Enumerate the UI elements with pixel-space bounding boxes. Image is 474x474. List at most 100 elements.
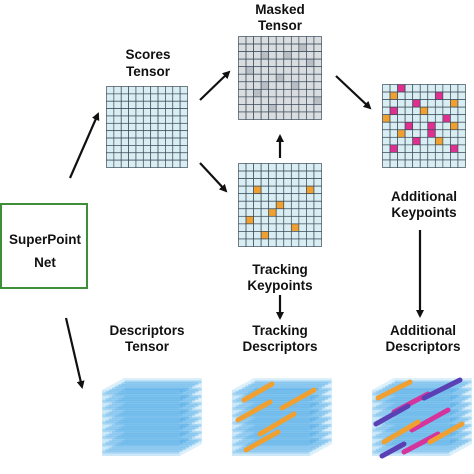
grid-cell (389, 99, 398, 108)
grid-cell (450, 136, 459, 146)
grid-cell (245, 66, 254, 75)
grid-cell (245, 73, 254, 83)
grid-cell (389, 152, 398, 161)
grid-cell (113, 159, 122, 168)
grid-cell (306, 193, 315, 202)
grid-cell (434, 106, 444, 116)
arrow-net-to-scores (68, 112, 100, 179)
grid-cell (238, 223, 247, 232)
grid-cell (135, 108, 144, 117)
descriptor-tube (375, 379, 413, 401)
grid-cell (450, 84, 459, 93)
grid-cell (120, 100, 129, 109)
grid-cell (268, 66, 277, 75)
grid-cell (268, 104, 277, 113)
grid-cell (404, 121, 414, 131)
grid-cell (268, 208, 277, 217)
grid-cell (275, 58, 285, 68)
descriptor-tube (243, 429, 281, 453)
grid-cell (313, 200, 322, 210)
grid-cell (450, 152, 459, 161)
grid-cell (150, 108, 159, 117)
grid-cell (113, 137, 122, 146)
grid-cell (298, 231, 307, 240)
grid-cell (397, 159, 406, 168)
grid-cell (179, 108, 188, 117)
grid-cell (306, 238, 315, 247)
grid-cell (106, 122, 115, 132)
grid-cell (238, 163, 247, 172)
grid-cell (306, 104, 315, 113)
grid-cell (113, 130, 122, 139)
grid-cell (253, 43, 262, 52)
grid-cell (253, 96, 262, 105)
grid-cell (253, 193, 262, 202)
grid-cell (419, 129, 429, 138)
grid-cell (427, 129, 436, 138)
grid-cell (113, 100, 122, 109)
grid-cell (245, 163, 254, 172)
grid-cell (382, 84, 391, 93)
grid-cell (382, 114, 391, 123)
grid-cell (313, 66, 322, 75)
grid-cell (434, 136, 444, 146)
grid-cell (457, 114, 466, 123)
grid-cell (113, 86, 122, 95)
grid-cell (260, 43, 270, 52)
grid-cell (260, 111, 270, 120)
grid-cell (179, 159, 188, 168)
grid-cell (165, 86, 174, 95)
grid-cell (404, 159, 414, 168)
grid-cell (397, 121, 406, 131)
grid-cell (389, 114, 398, 123)
grid-cell (120, 122, 129, 132)
grid-cell (245, 238, 254, 247)
grid-cell (404, 106, 414, 116)
grid-cell (419, 121, 429, 131)
grid-cell (419, 114, 429, 123)
grid-cell (434, 114, 444, 123)
grid-cell (450, 121, 459, 131)
grid-cell (434, 159, 444, 168)
additional-keypoints-label-1: Additional (391, 189, 457, 204)
cube-body (102, 378, 202, 456)
grid-cell (306, 81, 315, 90)
grid-cell (283, 163, 292, 172)
grid-cell (442, 136, 451, 146)
tracking-keypoints-label-2: Keypoints (247, 278, 313, 293)
grid-cell (450, 99, 459, 108)
grid-cell (298, 208, 307, 217)
grid-cell (150, 159, 159, 168)
additional-descriptors-cube (372, 377, 472, 459)
grid-cell (268, 163, 277, 172)
cube-layer (121, 382, 199, 444)
grid-cell (157, 93, 166, 102)
grid-cell (157, 137, 166, 146)
grid-cell (298, 163, 307, 172)
grid-cell (165, 93, 174, 102)
grid-cell (253, 163, 262, 172)
grid-cell (157, 100, 166, 109)
grid-cell (283, 73, 292, 83)
grid-cell (283, 215, 292, 225)
grid-cell (427, 159, 436, 168)
additional-descriptors-label-1: Additional (390, 323, 456, 338)
grid-cell (179, 100, 188, 109)
grid-cell (404, 91, 414, 100)
grid-cell (298, 111, 307, 120)
grid-cell (397, 84, 406, 93)
grid-cell (165, 122, 174, 132)
grid-cell (260, 223, 270, 232)
descriptor-tube (279, 387, 317, 411)
grid-cell (389, 136, 398, 146)
grid-cell (427, 114, 436, 123)
grid-cell (290, 163, 300, 172)
grid-cell (260, 66, 270, 75)
grid-cell (442, 129, 451, 138)
grid-cell (306, 215, 315, 225)
grid-cell (404, 114, 414, 123)
grid-cell (253, 81, 262, 90)
grid-cell (172, 86, 181, 95)
grid-cell (457, 106, 466, 116)
